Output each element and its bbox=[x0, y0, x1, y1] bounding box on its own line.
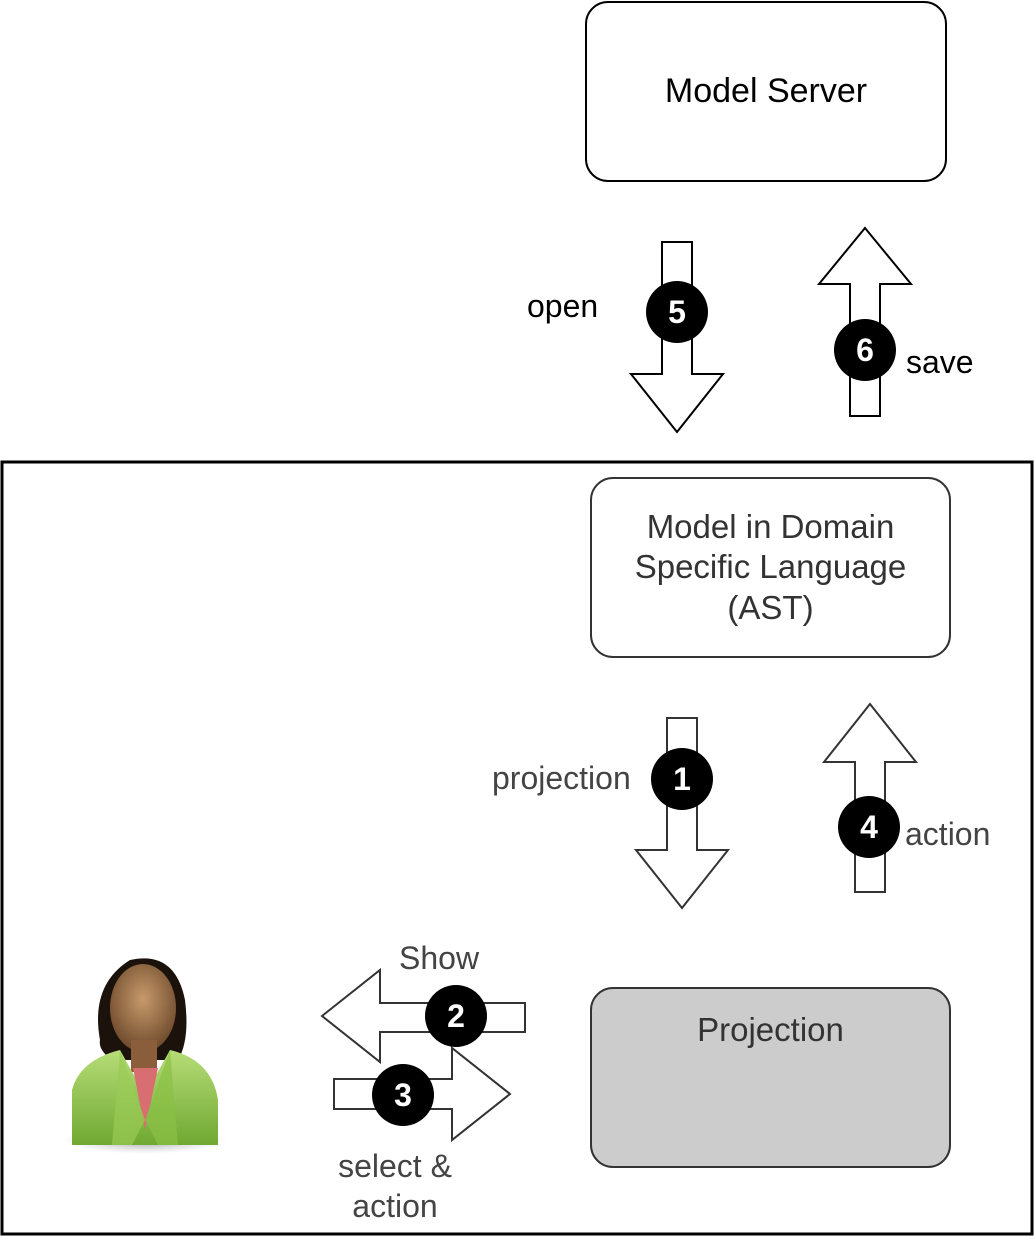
model-server-label: Model Server bbox=[664, 72, 868, 110]
step-6-badge: 6 bbox=[834, 319, 896, 381]
action-step-label: action bbox=[905, 816, 991, 852]
projection-label: Projection bbox=[697, 1011, 844, 1048]
show-arrow bbox=[320, 967, 526, 1065]
projection-arrow bbox=[633, 717, 731, 910]
step-3-badge: 3 bbox=[372, 1064, 434, 1126]
user-avatar-icon bbox=[63, 958, 227, 1154]
show-label: Show bbox=[399, 940, 480, 976]
step-1-badge: 1 bbox=[651, 748, 713, 810]
step-4-badge: 4 bbox=[838, 796, 900, 858]
projection-box bbox=[590, 987, 951, 1168]
step-2-badge: 2 bbox=[425, 985, 487, 1047]
open-label: open bbox=[527, 288, 599, 324]
dsl-model-label: Model in Domain Specific Language (AST) bbox=[634, 508, 907, 626]
save-label: save bbox=[906, 344, 974, 380]
projection-step-label: projection bbox=[492, 760, 631, 796]
model-server-box bbox=[585, 1, 947, 182]
dsl-model-box bbox=[590, 477, 951, 658]
step-5-badge: 5 bbox=[646, 281, 708, 343]
select-action-label: select & action bbox=[338, 1148, 452, 1224]
